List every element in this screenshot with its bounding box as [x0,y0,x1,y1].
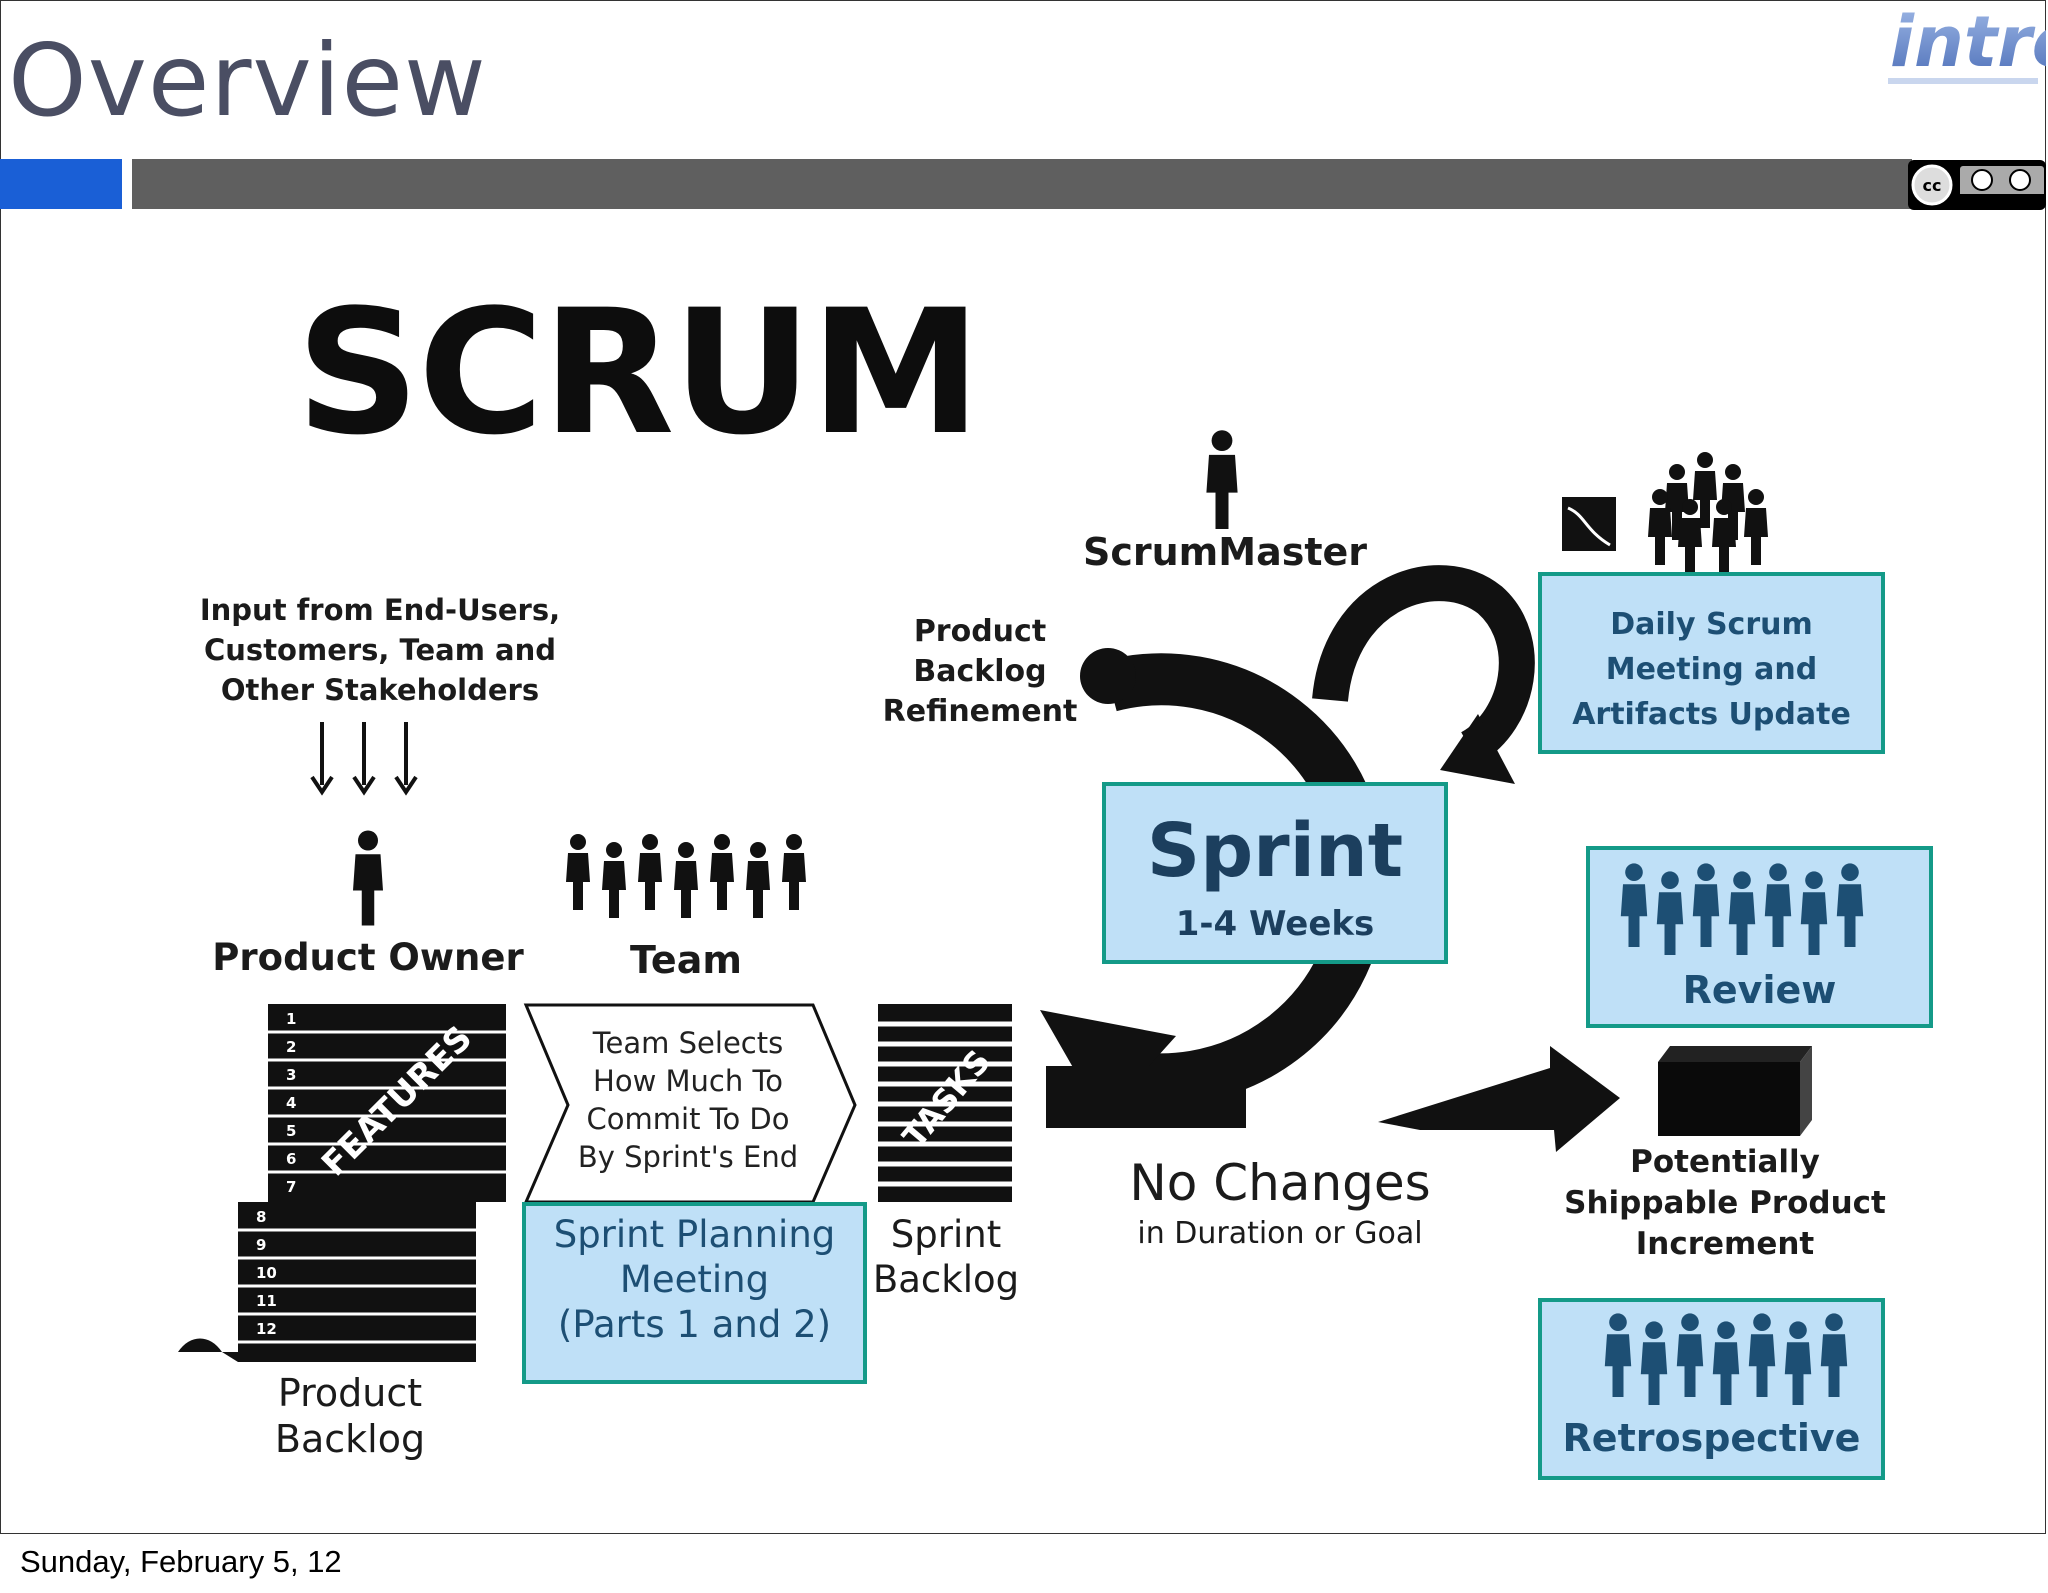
input-label: Input from End-Users, Customers, Team an… [190,590,570,710]
noderivs-icon [2009,169,2031,191]
chart-board-icon [1562,497,1616,551]
backlog-num-9: 9 [256,1236,266,1254]
sprint-backlog-label: Sprint Backlog [866,1212,1026,1302]
accent-bar [0,159,122,209]
backlog-num-4: 4 [286,1094,296,1112]
sprint-backlog-line-1: Sprint [890,1213,1002,1256]
review-label: Review [1682,968,1837,1012]
sprint-planning-line-3: (Parts 1 and 2) [557,1303,832,1346]
daily-scrum-line-1: Daily Scrum [1610,607,1813,642]
increment-line-1: Potentially [1630,1144,1820,1180]
sprint-planning-line-1: Sprint Planning [553,1213,836,1256]
input-line-1: Input from End-Users, [199,593,561,627]
intre-logo: intre [1880,0,2048,92]
backlog-num-12: 12 [256,1320,277,1338]
footer-date: Sunday, February 5, 12 [20,1544,342,1579]
sprint-duration-label: 1-4 Weeks [1175,904,1375,944]
cc-license-badge: cc [1908,160,2046,210]
no-changes-sub-label: in Duration or Goal [1137,1216,1423,1251]
product-backlog-line-1: Product [277,1371,423,1415]
product-backlog-line-2: Backlog [274,1417,426,1461]
pbr-line-2: Backlog [913,654,1047,689]
sprint-box [1102,782,1448,964]
daily-scrum-box [1538,572,1885,754]
cc-icon: cc [1923,176,1942,195]
backlog-num-10: 10 [256,1264,277,1282]
input-line-2: Customers, Team and [204,633,556,667]
input-arrows-icon [310,722,418,796]
scrum-heading: SCRUM [296,272,981,473]
sprint-planning-label: Sprint Planning Meeting (Parts 1 and 2) [522,1212,867,1347]
team-label: Team [630,938,742,982]
daily-cycle-arrow [1312,565,1535,784]
team-selects-line-2: How Much To [593,1064,783,1098]
backlog-num-7: 7 [286,1178,296,1196]
daily-scrum-label: Daily Scrum Meeting and Artifacts Update [1538,602,1885,737]
retrospective-box [1538,1298,1885,1480]
logo-text: intre [1890,1,2046,83]
increment-label: Potentially Shippable Product Increment [1545,1142,1905,1265]
sprint-label: Sprint [1146,808,1404,894]
no-changes-label: No Changes [1129,1154,1431,1212]
retrospective-people-icon [1604,1313,1848,1405]
sprint-planning-box [522,1202,867,1384]
increment-line-3: Increment [1635,1226,1815,1262]
backlog-num-3: 3 [286,1066,296,1084]
attribution-icon [1971,169,1993,191]
backlog-num-6: 6 [286,1150,296,1168]
team-selects-line-3: Commit To Do [586,1102,790,1136]
scrummaster-label: ScrumMaster [1082,530,1368,574]
review-box [1586,846,1933,1028]
backlog-num-2: 2 [286,1038,296,1056]
sprint-planning-line-2: Meeting [619,1258,770,1301]
retrospective-label: Retrospective [1562,1416,1861,1460]
team-selects-line-4: By Sprint's End [577,1140,799,1174]
daily-scrum-line-3: Artifacts Update [1572,697,1851,732]
team-selects-label: Team Selects How Much To Commit To Do By… [560,1024,816,1176]
sprint-backlog-line-2: Backlog [872,1258,1020,1301]
increment-line-2: Shippable Product [1564,1185,1886,1221]
increment-box-icon [1658,1046,1812,1136]
backlog-num-11: 11 [256,1292,277,1310]
title-rule-bar [132,159,1912,209]
product-owner-label: Product Owner [212,936,524,979]
pbr-line-3: Refinement [882,694,1078,729]
backlog-num-5: 5 [286,1122,296,1140]
daily-scrum-line-2: Meeting and [1605,652,1818,687]
product-backlog-label: Product Backlog [240,1370,460,1462]
backlog-num-1: 1 [286,1010,296,1028]
input-line-3: Other Stakeholders [220,673,540,707]
team-selects-line-1: Team Selects [592,1026,784,1060]
pbr-line-1: Product [913,614,1047,649]
increment-arrow [1378,1046,1620,1152]
backlog-num-8: 8 [256,1208,266,1226]
review-people-icon [1620,863,1864,955]
slide-title: Overview [8,22,487,139]
pbr-label: Product Backlog Refinement [860,612,1100,732]
